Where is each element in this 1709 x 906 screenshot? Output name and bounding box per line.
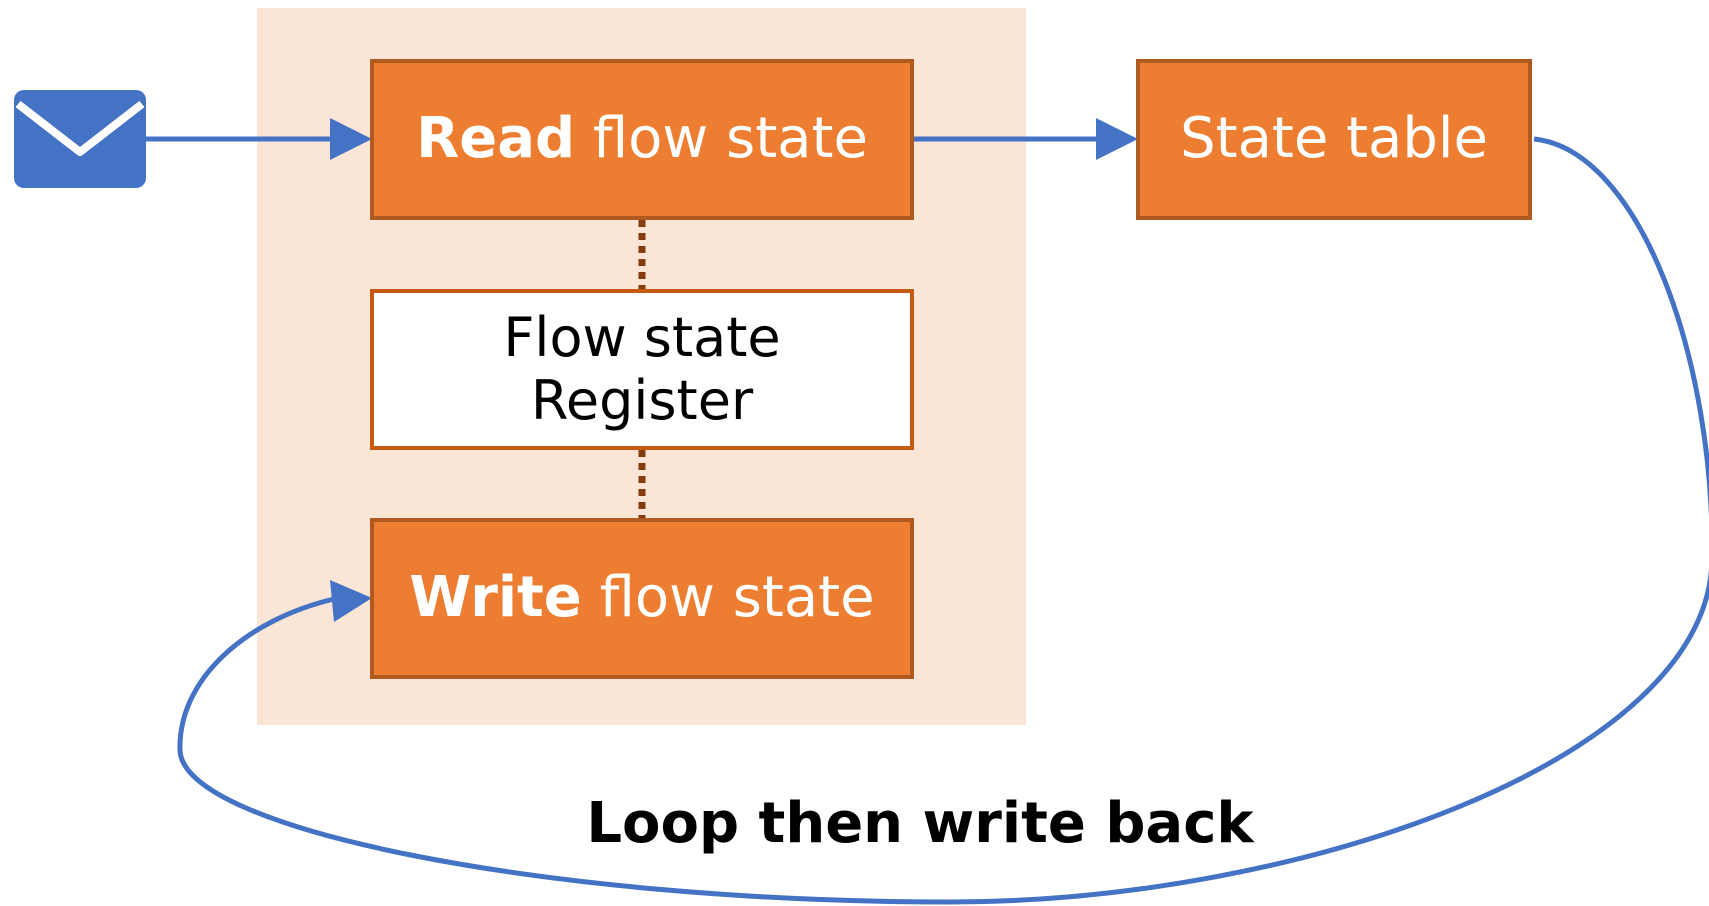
register-box-line2: Register xyxy=(530,368,754,432)
state-table-label: State table xyxy=(1180,106,1488,172)
arrowhead-loop-to-write xyxy=(330,580,372,622)
envelope-icon xyxy=(14,90,146,188)
write-box-bold-label: Write xyxy=(409,565,582,631)
register-box-line1: Flow state xyxy=(503,306,781,370)
read-box-label: flow state xyxy=(575,106,868,172)
arrowhead-input-to-read xyxy=(330,118,372,160)
loop-back-arrow xyxy=(177,136,1709,905)
write-flow-state-box: Write flow state xyxy=(370,518,914,679)
state-table-box: State table xyxy=(1136,59,1532,220)
read-box-bold-label: Read xyxy=(416,106,576,172)
write-box-label: flow state xyxy=(581,565,875,631)
read-flow-state-box: Read flow state xyxy=(370,59,914,220)
loop-label: Loop then write back xyxy=(586,791,1254,856)
arrowhead-read-to-state-table xyxy=(1096,118,1138,160)
flow-state-register-box: Flow state Register xyxy=(370,289,914,450)
